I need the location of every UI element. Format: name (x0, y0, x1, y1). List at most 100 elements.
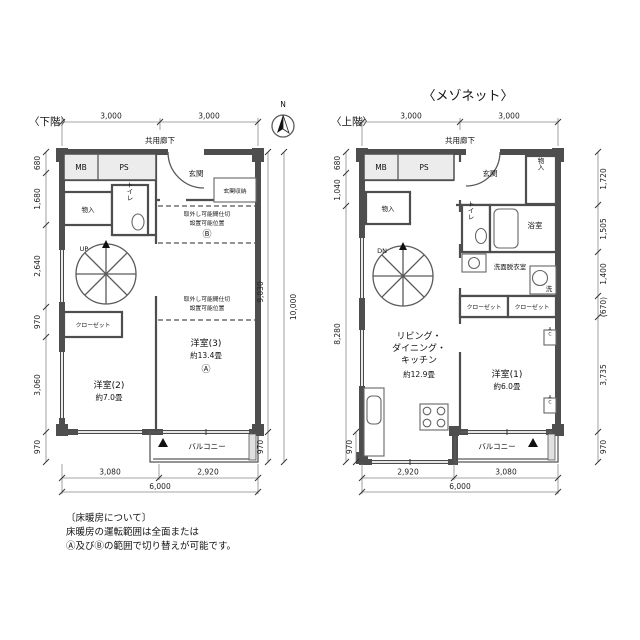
upper-dim-left-3: 8,280 (333, 323, 342, 345)
room3-size: 約13.4畳 (190, 350, 222, 360)
upper-closet-left-label: クローゼット (467, 303, 502, 311)
upper-washroom-label: 洗面脱衣室 (494, 262, 527, 271)
upper-closet-right-label: クローゼット (515, 303, 550, 311)
upper-dim-bottom-left: 2,920 (397, 468, 419, 477)
lower-toilet-label: トイレ (125, 181, 133, 201)
ldk-size: 約12.9畳 (403, 369, 435, 379)
room1-label: 洋室(1) (492, 368, 523, 380)
upper-monoire-hall-box (364, 190, 412, 226)
room3-label: 洋室(3) (191, 337, 222, 349)
lower-balcony-divider (248, 433, 257, 461)
lower-hatch-triangle-icon (158, 438, 168, 447)
lower-dimension-ticks (42, 118, 288, 496)
lower-ps-label: PS (119, 163, 129, 172)
upper-dim-left-2: 1,040 (333, 179, 342, 201)
room1-size: 約6.0畳 (494, 381, 521, 391)
kitchen-sink-icon (366, 395, 382, 425)
lower-dim-left-1: 680 (33, 156, 42, 171)
lower-dim-bottom-left: 3,080 (99, 468, 121, 477)
partition-note-1b: 設置可能位置 (190, 219, 225, 227)
upper-dim-top-right: 3,000 (498, 112, 520, 121)
page-title: 〈メゾネット〉 (422, 89, 513, 104)
upper-stair-direction: DN (377, 247, 387, 255)
lower-stair-direction: UP (80, 245, 89, 253)
lower-dim-top-left: 3,000 (100, 112, 122, 121)
lower-dim-right-main: 9,030 (256, 281, 265, 303)
lower-monoire-box (62, 190, 114, 227)
ldk-label-2: ダイニング・ (392, 342, 446, 354)
lower-closet-box (62, 310, 124, 339)
lower-dim-right-total: 10,000 (289, 294, 298, 320)
partition-note-1a: 取外し可能間仕切 (184, 210, 231, 218)
upper-dim-right-3: 1,400 (599, 263, 608, 285)
floor-heating-mark-a: Ⓐ (201, 364, 210, 375)
lower-openings (58, 148, 249, 436)
ac-unit-label-2: AC (547, 395, 552, 406)
lower-dim-top-right: 3,000 (198, 112, 220, 121)
floor-heating-mark-b: Ⓑ (202, 229, 211, 240)
lower-dim-bottom-total: 6,000 (149, 482, 171, 491)
lower-genkan-storage-label: 玄関収納 (223, 187, 246, 195)
floor-heating-note: 〔床暖房について〕 床暖房の運転範囲は全面または Ⓐ及びⒷの範囲で切り替えが可能… (66, 512, 236, 552)
upper-bathroom-label: 浴室 (528, 220, 543, 230)
upper-closet-right-box (506, 294, 558, 319)
upper-dim-right-1: 1,720 (599, 168, 608, 190)
upper-dim-left-balcony: 970 (345, 440, 354, 455)
upper-dim-right-6: 970 (599, 440, 608, 455)
upper-washer-label: 洗 (546, 284, 553, 293)
lower-dim-bottom-right: 2,920 (197, 468, 219, 477)
compass-needle-dark (277, 115, 283, 133)
lower-closet-label: クローゼット (76, 321, 111, 329)
lower-mb-label: MB (75, 163, 87, 172)
ldk-label-1: リビング・ (396, 330, 441, 342)
upper-toilet-box (460, 203, 492, 254)
upper-ps-label: PS (419, 163, 429, 172)
ac-unit-box-1 (543, 329, 557, 346)
lower-dim-left-6: 970 (33, 440, 42, 455)
lower-floor-plan: MB PS 玄関 玄関収納 物入 トイレ UP 取外し可能間仕切 設置可能位置 (56, 148, 264, 463)
upper-hatch-triangle-icon (528, 438, 538, 447)
upper-dim-bottom-total: 6,000 (449, 482, 471, 491)
upper-monoire-entry-label: 物入 (536, 156, 544, 171)
stove-burners-icon (422, 406, 446, 428)
upper-entrance-door-arc (465, 151, 501, 187)
lower-monoire-label: 物入 (82, 205, 96, 214)
bathtub-icon (493, 208, 519, 249)
lower-balcony-label: バルコニー (188, 442, 225, 451)
lower-corridor-label: 共用廊下 (145, 135, 175, 145)
upper-dimensions: 3,000 3,000 共用廊下 680 1,040 8,280 970 1,7… (333, 112, 608, 496)
upper-balcony-label: バルコニー (478, 442, 515, 451)
upper-toilet-label: トイレ (466, 200, 474, 220)
upper-mb-label: MB (375, 163, 387, 172)
lower-genkan-storage-box (213, 177, 257, 203)
upper-monoire-entry-box (524, 154, 558, 206)
upper-dim-right-4: (670) (599, 297, 608, 317)
partition-note-2a: 取外し可能間仕切 (184, 295, 231, 303)
north-compass: N (271, 100, 295, 138)
ac-unit-label-1: AC (547, 327, 552, 338)
upper-balcony-divider (547, 433, 556, 461)
north-label: N (280, 100, 286, 109)
ldk-label-3: キッチン (401, 355, 437, 366)
upper-corridor-label: 共用廊下 (445, 135, 475, 145)
note-line-2: Ⓐ及びⒷの範囲で切り替えが可能です。 (66, 540, 236, 552)
ac-unit-box-2 (543, 397, 557, 414)
lower-floor-label: 〈下階〉 (29, 116, 71, 128)
upper-dim-left-1: 680 (333, 156, 342, 171)
lower-dimensions: 3,000 3,000 共用廊下 680 1,680 2,640 970 3,0… (33, 112, 298, 496)
room2-label: 洋室(2) (94, 379, 125, 391)
lower-toilet-bowl-icon (131, 213, 145, 231)
lower-mbps-box (63, 153, 157, 181)
upper-toilet-bowl-icon (474, 227, 488, 245)
upper-dim-bottom-right: 3,080 (495, 468, 517, 477)
upper-genkan-label: 玄関 (483, 168, 498, 178)
stair-arrow-icon (399, 242, 407, 250)
lower-dim-left-3: 2,640 (33, 255, 42, 277)
entrance-door-arc (167, 151, 205, 189)
partition-note-2b: 設置可能位置 (190, 304, 225, 312)
sink-bowl-icon (467, 256, 481, 270)
washer-drum-icon (531, 269, 549, 287)
room2-size: 約7.0畳 (96, 392, 123, 402)
upper-spiral-staircase (372, 242, 434, 307)
